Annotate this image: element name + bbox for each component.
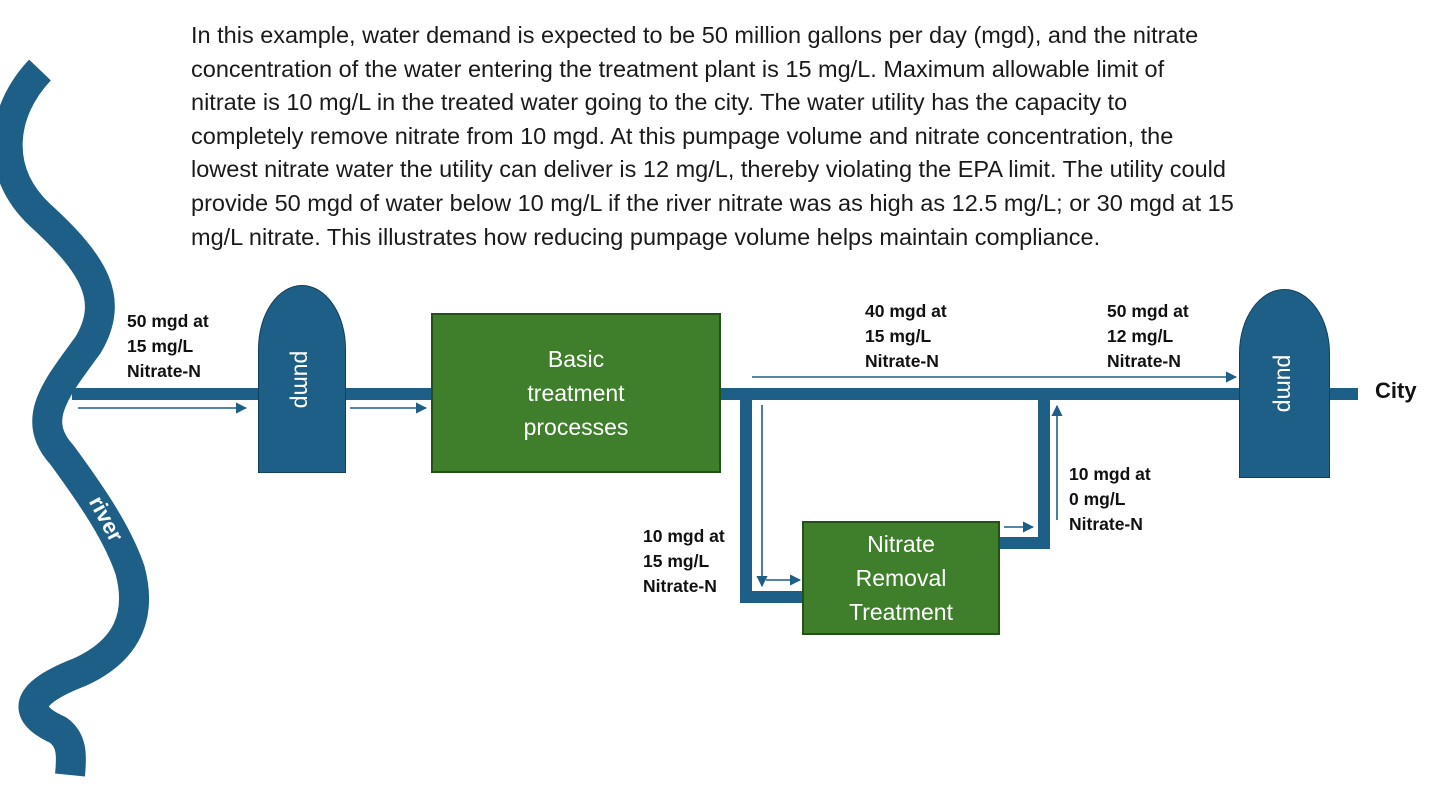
return-pipe-up [1038, 400, 1050, 549]
flow-label-line: 50 mgd at [127, 311, 209, 331]
flow-label-from-removal: 10 mgd at 0 mg/L Nitrate-N [1069, 462, 1151, 537]
river [0, 59, 149, 777]
intro-line: provide 50 mgd of water below 10 mg/L if… [191, 189, 1234, 216]
box-label-line: Treatment [849, 599, 953, 625]
box-label-line: treatment [527, 380, 625, 406]
flow-label-line: 40 mgd at [865, 301, 947, 321]
flow-label-line: Nitrate-N [643, 576, 717, 596]
nitrate-removal-box: Nitrate Removal Treatment [802, 521, 1000, 635]
intake-pump: pump [258, 285, 346, 473]
distribution-pump: pump [1239, 289, 1330, 478]
return-pipe-out [998, 537, 1050, 549]
main-pipe [718, 388, 1358, 400]
intro-line: completely remove nitrate from 10 mgd. A… [191, 122, 1174, 149]
flow-label-line: Nitrate-N [1107, 351, 1181, 371]
intro-paragraph: In this example, water demand is expecte… [191, 19, 1396, 254]
branch-pipe-down [740, 398, 752, 603]
intro-line: concentration of the water entering the … [191, 55, 1165, 82]
box-label-line: processes [523, 414, 629, 440]
box-label-line: Nitrate [867, 531, 935, 557]
flow-label-line: Nitrate-N [127, 361, 201, 381]
flow-label-bypass: 40 mgd at 15 mg/L Nitrate-N [865, 299, 947, 374]
flow-label-line: 10 mgd at [643, 526, 725, 546]
flow-label-line: 0 mg/L [1069, 489, 1126, 509]
flow-label-to-removal: 10 mgd at 15 mg/L Nitrate-N [643, 524, 725, 599]
flow-label-line: 50 mgd at [1107, 301, 1189, 321]
pump-label: pump [1271, 354, 1298, 413]
intro-line: nitrate is 10 mg/L in the treated water … [191, 89, 1128, 116]
intro-line: In this example, water demand is expecte… [191, 22, 1199, 48]
flow-label-intake: 50 mgd at 15 mg/L Nitrate-N [127, 309, 209, 384]
flow-label-line: 15 mg/L [127, 336, 194, 356]
intro-line: mg/L nitrate. This illustrates how reduc… [191, 223, 1101, 250]
box-label-line: Basic [547, 346, 605, 372]
flow-label-line: Nitrate-N [1069, 514, 1143, 534]
branch-pipe-in [740, 591, 804, 603]
flow-label-line: 15 mg/L [643, 551, 710, 571]
pump-label: pump [289, 350, 316, 408]
basic-treatment-box: Basic treatment processes [431, 313, 721, 473]
flow-label-line: Nitrate-N [865, 351, 939, 371]
box-label-line: Removal [855, 565, 947, 591]
flow-label-line: 15 mg/L [865, 326, 932, 346]
city-label: City [1375, 378, 1417, 403]
intro-line: lowest nitrate water the utility can del… [191, 156, 1226, 183]
intake-pipe [72, 388, 434, 400]
flow-label-line: 12 mg/L [1107, 326, 1174, 346]
flow-label-to-city: 50 mgd at 12 mg/L Nitrate-N [1107, 299, 1189, 374]
flow-label-line: 10 mgd at [1069, 464, 1151, 484]
